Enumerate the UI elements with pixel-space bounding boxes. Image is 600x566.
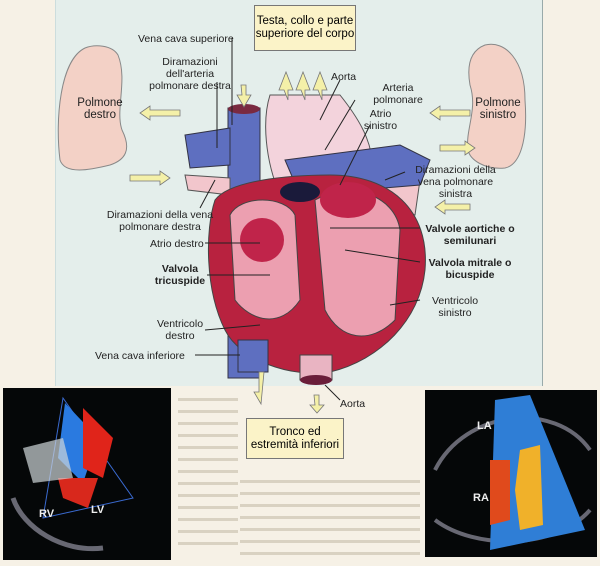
inferior-vena-cava	[237, 339, 269, 373]
label-diramazioni-arteria-dx: Diramazioni dell'arteria polmonare destr…	[149, 56, 231, 92]
page-text-lines-2	[240, 480, 420, 564]
left-lung	[467, 43, 527, 169]
label-vena-cava-inferiore: Vena cava inferiore	[95, 350, 185, 362]
label-arteria-polmonare: Arteria polmonare	[373, 82, 423, 106]
echo-label-ra: RA	[473, 492, 489, 504]
label-ventricolo-destro: Ventricolo destro	[156, 318, 204, 342]
label-valvole-aortiche: Valvole aortiche o semilunari	[425, 223, 515, 247]
label-aorta-bottom: Aorta	[340, 398, 366, 410]
label-diramazioni-vena-sx: Diramazioni della vena polmonare sinistr…	[415, 164, 496, 200]
label-valvola-tricuspide: Valvola tricuspide	[154, 263, 206, 287]
head-neck-box: Testa, collo e parte superiore del corpo	[254, 5, 356, 51]
leader-lines	[195, 38, 421, 401]
label-polmone-destro: Polmone destro	[77, 97, 123, 121]
label-aorta-top: Aorta	[331, 71, 357, 83]
label-diramazioni-vena-dx: Diramazioni della vena polmonare destra	[106, 209, 214, 233]
label-ventricolo-sinistro: Ventricolo sinistro	[431, 295, 479, 319]
page-text-lines	[178, 398, 238, 554]
trunk-limbs-box: Tronco ed estremità inferiori	[246, 418, 344, 459]
echo-image-right: LA RA	[425, 390, 597, 557]
echo-image-left: RV LV	[3, 388, 171, 560]
echo-label-la: LA	[477, 420, 492, 432]
label-valvola-mitrale: Valvola mitrale o bicuspide	[428, 257, 512, 281]
label-atrio-sinistro: Atrio sinistro	[363, 108, 398, 132]
echo-label-rv: RV	[39, 508, 55, 520]
label-polmone-sinistro: Polmone sinistro	[475, 97, 521, 121]
right-lung	[57, 45, 128, 171]
echo-label-lv: LV	[91, 504, 105, 516]
flow-arrows	[129, 70, 476, 414]
label-atrio-destro: Atrio destro	[150, 238, 204, 250]
right-pulmonary-artery	[184, 127, 231, 169]
label-vena-cava-superiore: Vena cava superiore	[138, 33, 234, 45]
